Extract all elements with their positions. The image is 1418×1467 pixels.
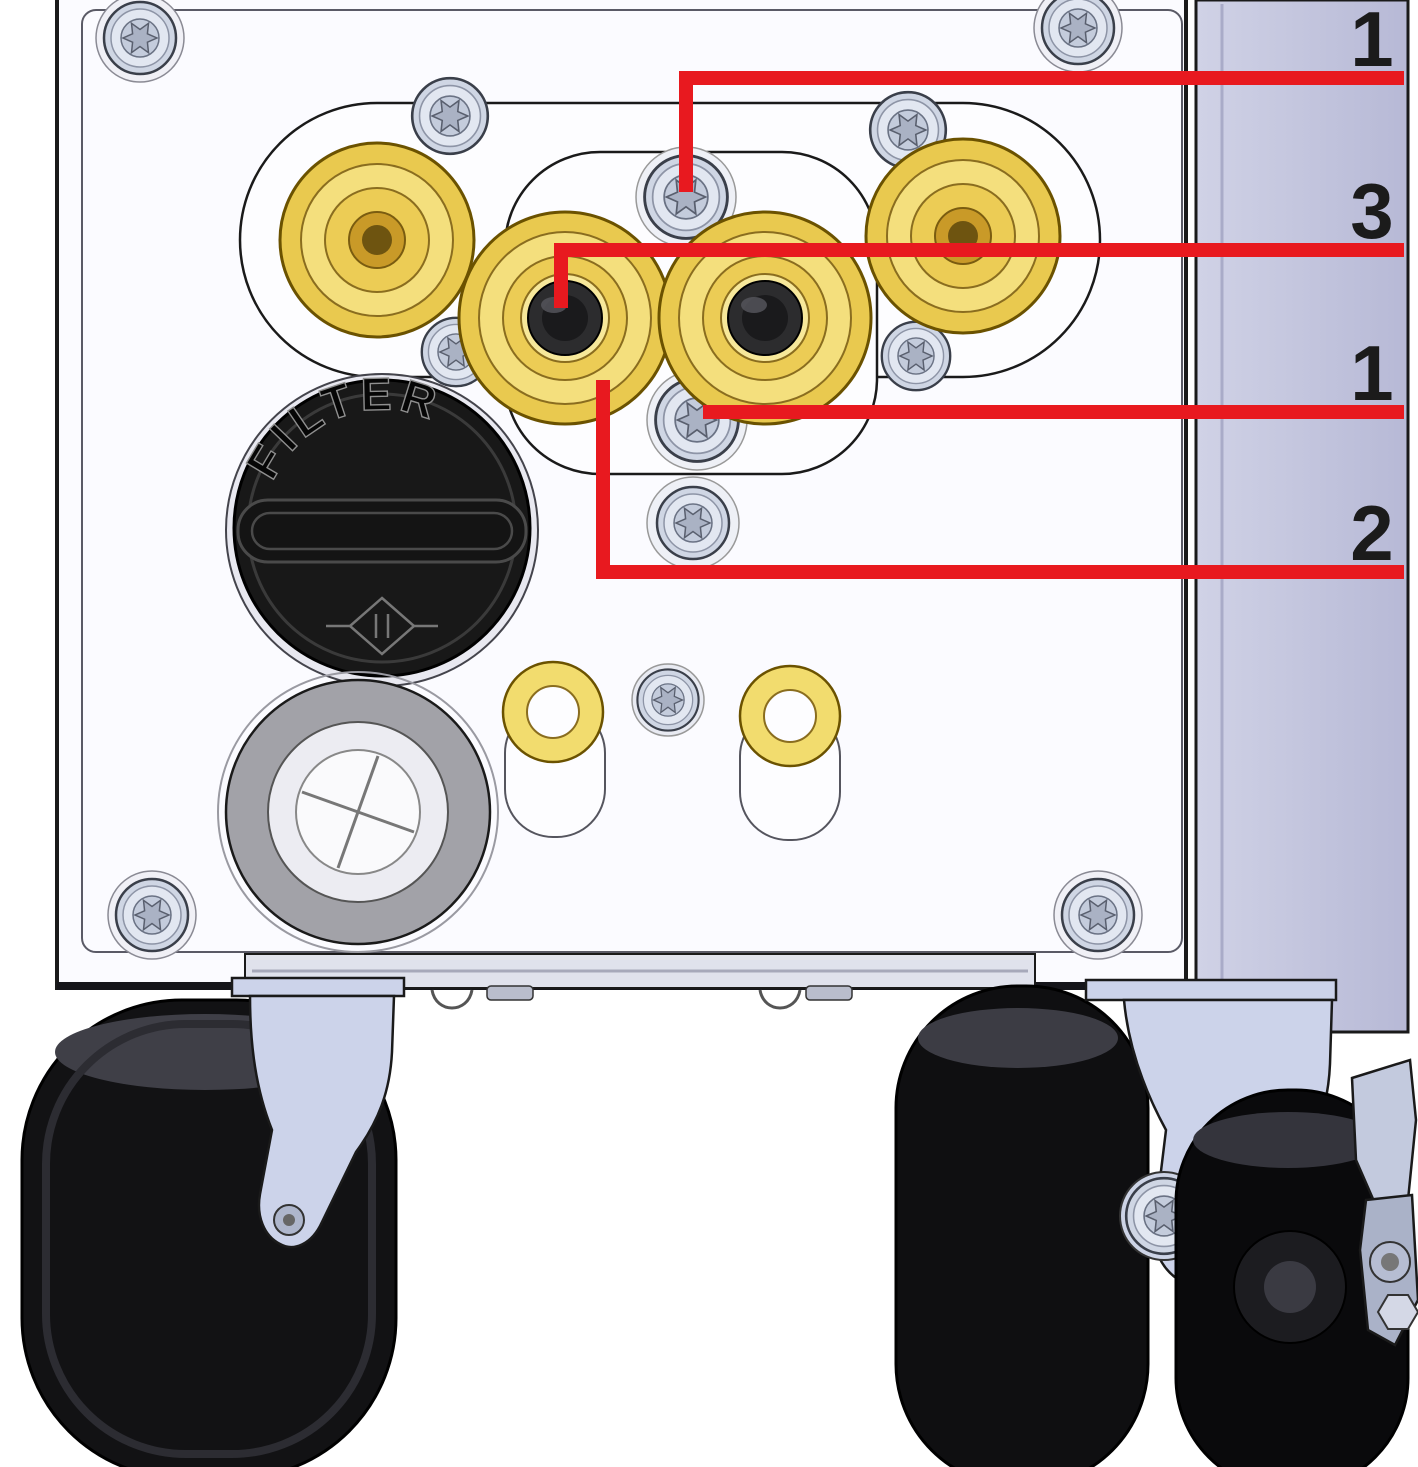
callout-lines [554, 71, 1404, 579]
callout-line-3 [554, 243, 1404, 308]
torx-screw [410, 76, 490, 156]
brass-ring-right [738, 664, 842, 768]
callout-label-1-bottom: 1 [1350, 329, 1393, 417]
callout-labels: 1 3 1 2 [1350, 0, 1393, 577]
left-caster-plate [230, 976, 406, 998]
corner-screws [95, 0, 1143, 960]
filter-symbol [326, 596, 438, 656]
drain-port [217, 671, 499, 953]
callout-line-1-top [679, 71, 1404, 192]
torx-screw [880, 320, 952, 392]
brass-connector-right [864, 137, 1062, 335]
filter-cap: FILTER [225, 367, 539, 687]
callout-line-2 [596, 380, 1404, 579]
right-caster [894, 978, 1418, 1467]
panel-inner-outline [81, 9, 1183, 953]
caster-brake-lever [1350, 1058, 1418, 1347]
callout-label-3: 3 [1350, 167, 1393, 255]
machine-side-panel [1194, 0, 1410, 1034]
filter-cap-handle [236, 498, 528, 564]
callout-label-2: 2 [1350, 489, 1393, 577]
brass-connector-left [278, 141, 476, 339]
right-caster-plate [1084, 978, 1338, 1002]
torx-screw [636, 668, 700, 732]
brass-ring-left [501, 660, 605, 764]
torx-screw [655, 485, 731, 561]
left-caster-bracket [248, 994, 396, 1249]
callout-label-1-top: 1 [1350, 0, 1393, 83]
left-caster [20, 976, 406, 1467]
